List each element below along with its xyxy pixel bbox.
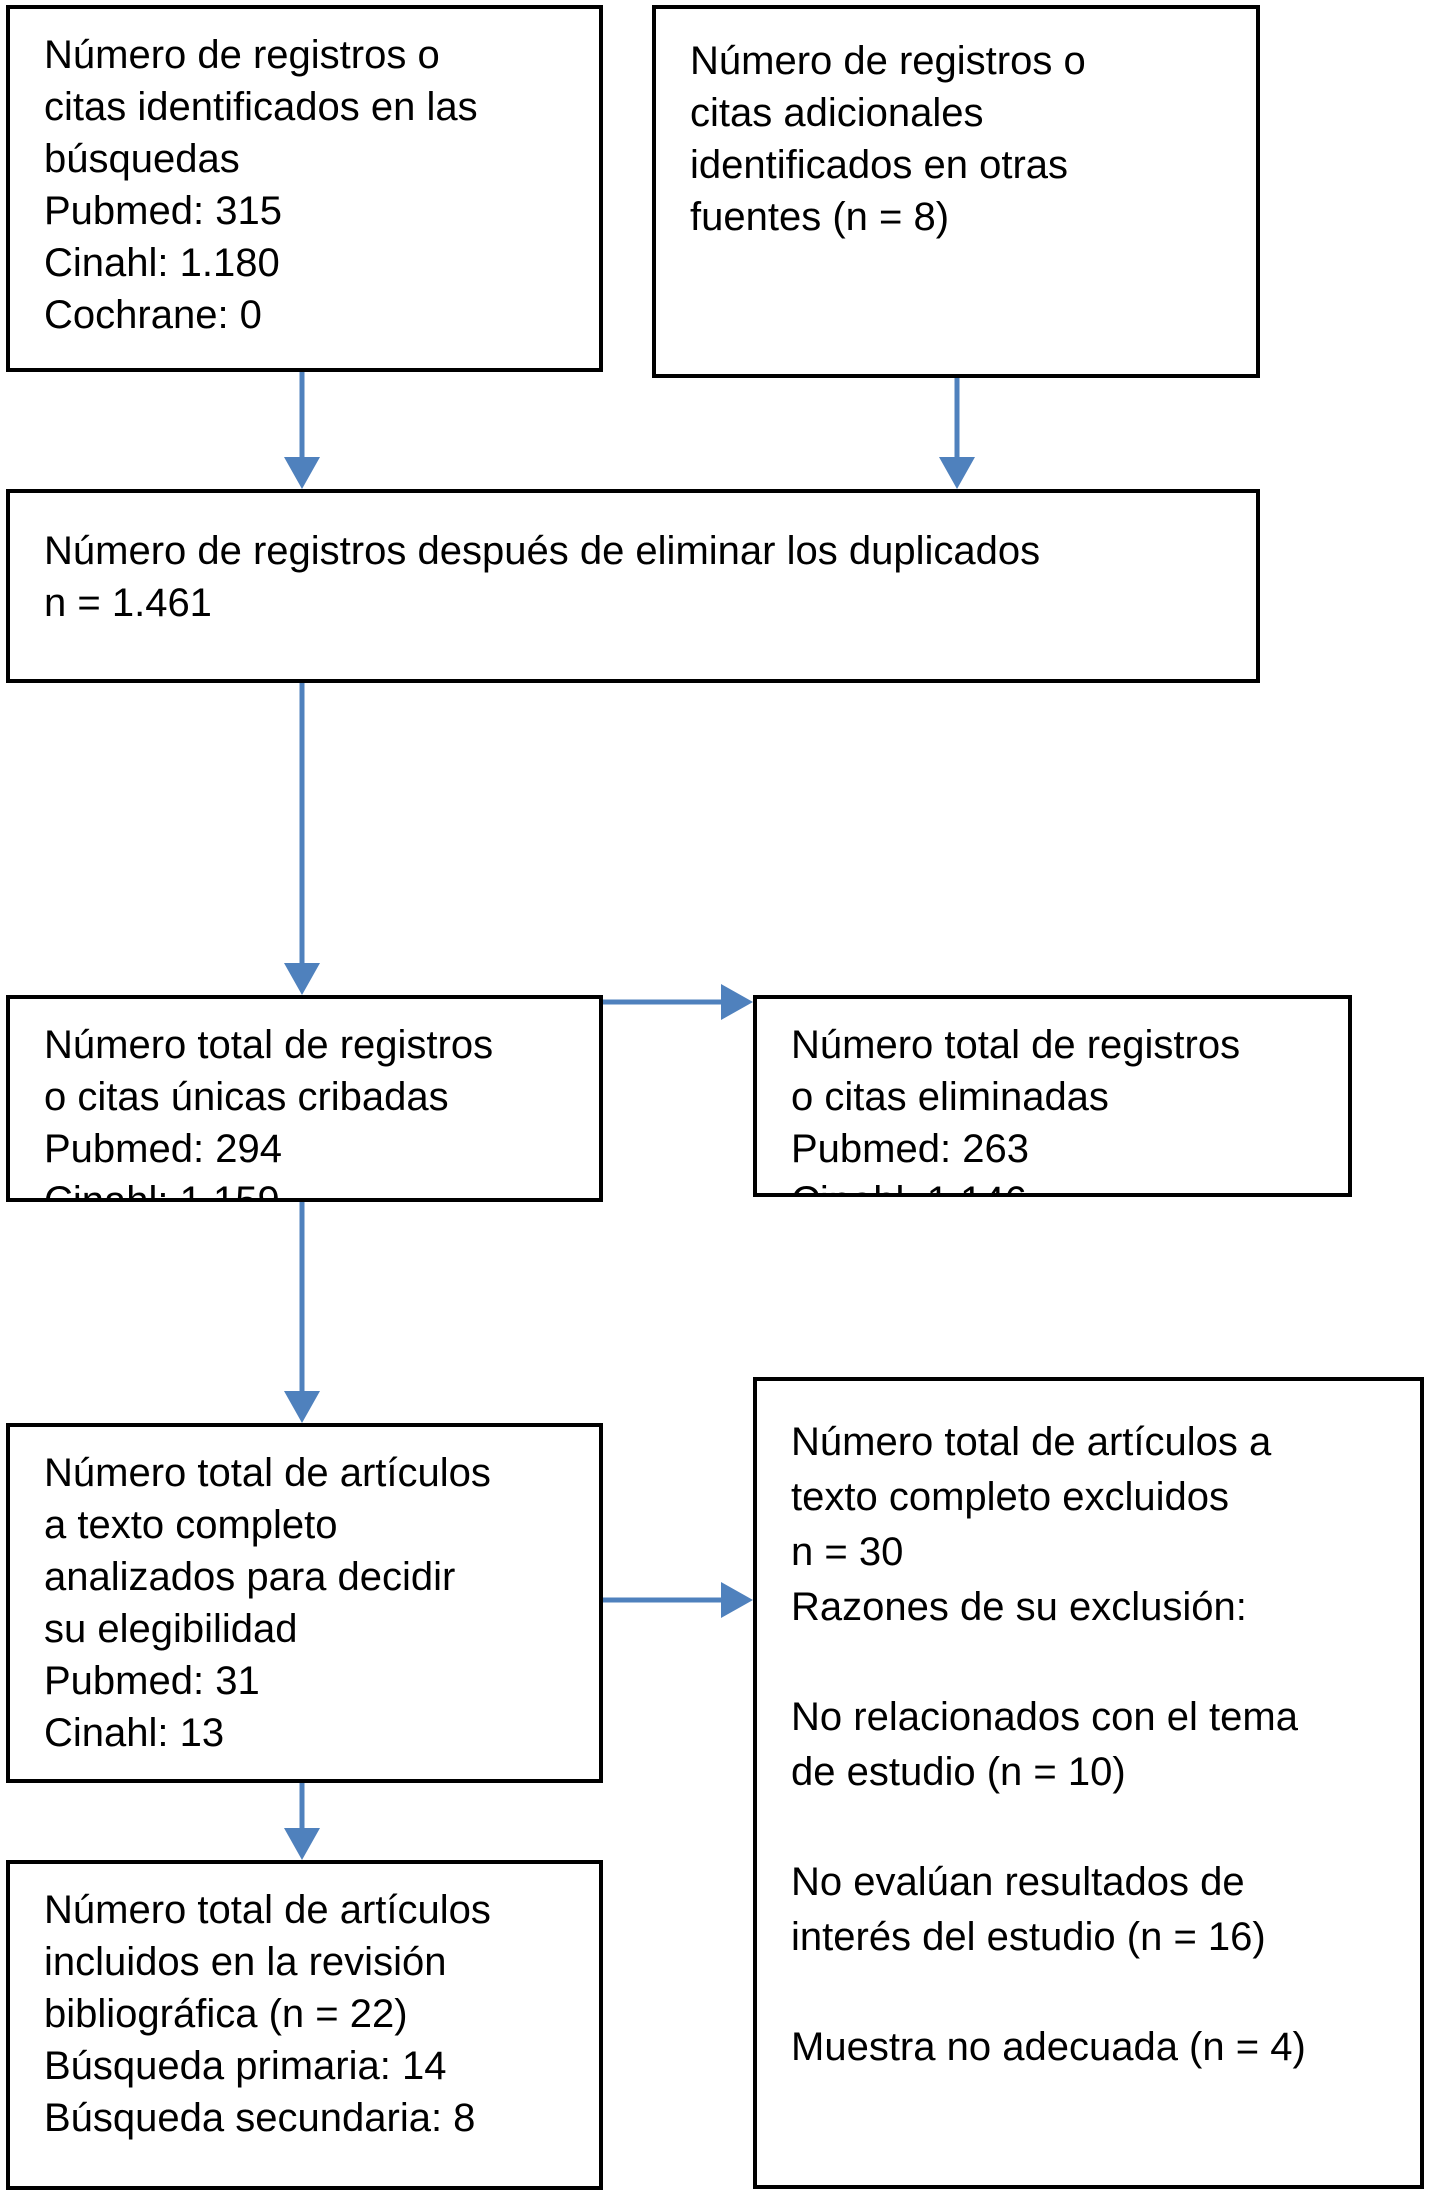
box-records-after-duplicates-removed: Número de registros después de eliminar …	[6, 489, 1260, 683]
arrow-screened-to-removed-icon	[603, 984, 753, 1020]
box-records-identified-other-sources: Número de registros o citas adicionales …	[652, 5, 1260, 378]
arrow-fulltext-to-excluded-icon	[603, 1582, 753, 1618]
box-fulltext-assessed: Número total de artículos a texto comple…	[6, 1423, 603, 1783]
arrow-searches-to-dedup-icon	[284, 372, 320, 489]
arrow-other-sources-to-dedup-icon	[939, 378, 975, 489]
arrow-dedup-to-screened-icon	[284, 683, 320, 995]
box-records-removed: Número total de registros o citas elimin…	[753, 995, 1352, 1197]
box-records-identified-searches: Número de registros o citas identificado…	[6, 5, 603, 372]
arrow-screened-to-fulltext-icon	[284, 1202, 320, 1423]
arrow-fulltext-to-included-icon	[284, 1783, 320, 1860]
box-articles-included: Número total de artículos incluidos en l…	[6, 1860, 603, 2190]
box-unique-records-screened: Número total de registros o citas únicas…	[6, 995, 603, 1202]
box-fulltext-excluded: Número total de artículos a texto comple…	[753, 1377, 1424, 2189]
